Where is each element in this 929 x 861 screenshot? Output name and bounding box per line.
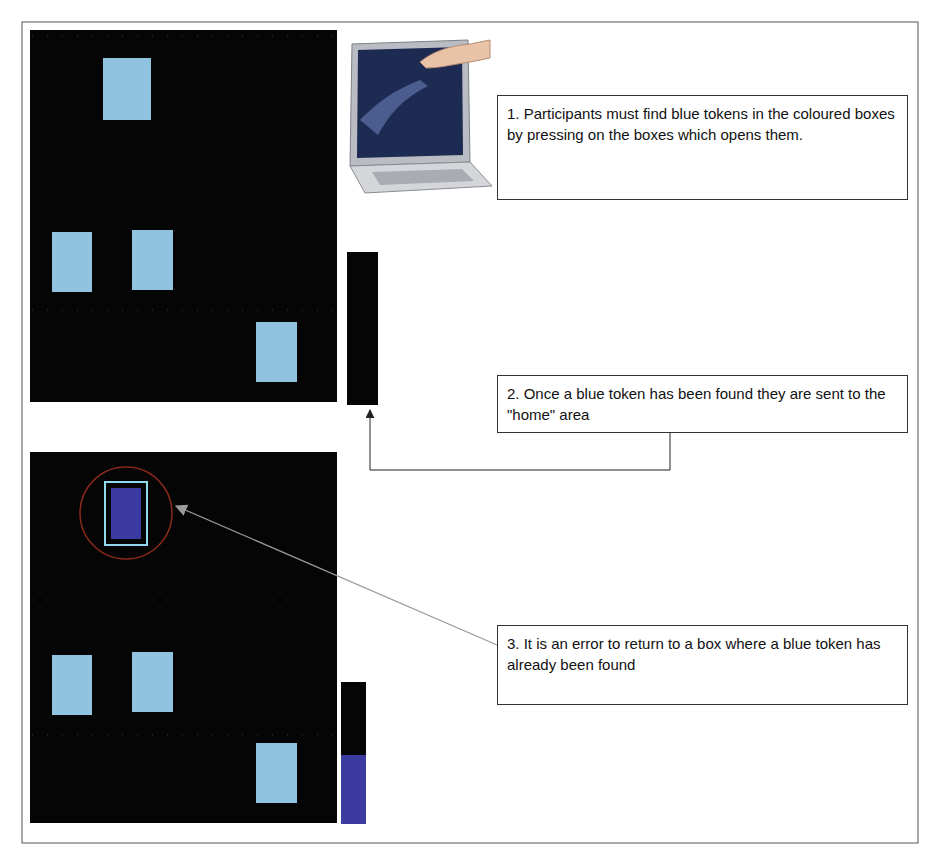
- screen-hand: [360, 80, 428, 135]
- laptop-illustration: [350, 40, 492, 193]
- token-box: [52, 232, 92, 292]
- text-box: 2. Once a blue token has been found they…: [497, 375, 908, 433]
- faint-dots: [32, 36, 335, 37]
- text-box: 3. It is an error to return to a box whe…: [497, 625, 908, 705]
- box-text: 3. It is an error to return to a box whe…: [507, 633, 898, 675]
- token-box: [103, 58, 151, 120]
- faint-dots: [32, 735, 335, 736]
- box-text: 2. Once a blue token has been found they…: [507, 383, 898, 425]
- token-box: [256, 743, 297, 803]
- laptop-keyboard: [372, 169, 474, 185]
- faint-dots: [32, 600, 335, 601]
- pointing-hand: [420, 40, 490, 68]
- token-box: [52, 655, 92, 715]
- faint-dots: [32, 310, 335, 311]
- blue-token: [111, 488, 141, 539]
- opened-box: [105, 482, 147, 545]
- home-bar: [347, 252, 378, 405]
- text-box: 1. Participants must find blue tokens in…: [497, 95, 908, 200]
- home-fill: [341, 755, 366, 824]
- home-bar: [341, 682, 366, 824]
- box-text: 1. Participants must find blue tokens in…: [507, 103, 898, 145]
- laptop-base: [350, 162, 492, 193]
- screen-panel: [30, 30, 337, 402]
- token-box: [256, 322, 297, 382]
- leader-arrow: [176, 506, 497, 645]
- outer-frame: [22, 22, 918, 843]
- screen-panel: [30, 452, 337, 823]
- token-box: [132, 230, 173, 290]
- highlight-circle: [80, 467, 172, 559]
- token-box: [132, 652, 173, 712]
